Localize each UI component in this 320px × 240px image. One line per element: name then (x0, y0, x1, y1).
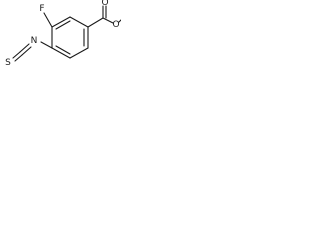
bond-ring-to-carbonyl-carbon (87, 17, 104, 28)
bond-nitrogen-to-carbon-a (19, 43, 30, 53)
sulfur-atom-label: S (5, 58, 11, 68)
bond-ring-to-nitrogen (40, 41, 53, 49)
ring-bond-c4-c5 (69, 47, 89, 59)
fluorine-atom-label: F (39, 4, 44, 14)
carbonyl-oxygen-label: O (101, 0, 108, 8)
nitrogen-atom-label: N (31, 36, 38, 46)
methoxy-oxygen-label: O (112, 20, 119, 30)
ring-double-bond-inner-bottom (55, 45, 71, 55)
ring-bond-c5-c6 (51, 47, 71, 59)
molecule-structure-diagram: F N S O O (5, 0, 121, 68)
ring-bond-c1-c2 (51, 16, 71, 28)
bond-methoxy-oxygen-to-methyl (118, 19, 121, 23)
ring-double-bond-inner-top (55, 20, 71, 30)
ring-bond-c2-c3 (69, 16, 89, 28)
bond-nitrogen-to-carbon-b (21, 46, 32, 56)
bond-carbonyl-to-methoxy-oxygen (102, 17, 114, 24)
bond-carbon-to-sulfur-a (12, 51, 21, 59)
bond-ring-to-fluorine (43, 12, 53, 28)
bond-carbon-to-sulfur-b (14, 54, 23, 62)
